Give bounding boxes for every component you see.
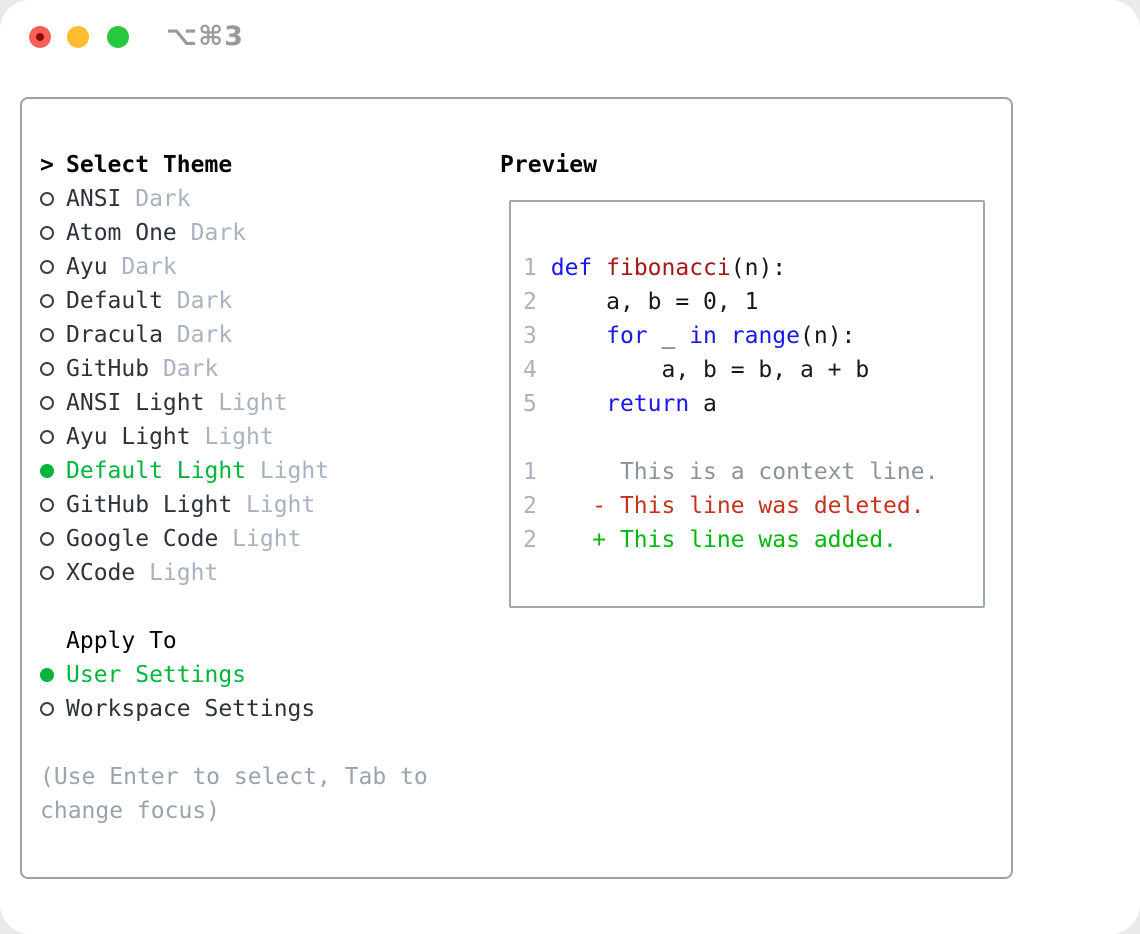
- apply-to-heading-row: Apply To: [40, 624, 480, 658]
- help-text: (Use Enter to select, Tab to change focu…: [40, 764, 428, 824]
- theme-variant-tag: Light: [246, 458, 330, 484]
- preview-heading: Preview: [500, 152, 597, 178]
- apply-to-heading: Apply To: [66, 628, 177, 654]
- theme-variant-tag: Dark: [121, 186, 191, 212]
- code-line: 2 a, b = 0, 1: [523, 289, 759, 315]
- theme-option-ansi[interactable]: ANSI Dark: [40, 182, 480, 216]
- line-number: 1: [523, 459, 537, 485]
- spacer: [40, 590, 480, 624]
- maximize-button[interactable]: [107, 26, 129, 48]
- apply-option-user-settings[interactable]: User Settings: [40, 658, 480, 692]
- code-line: [523, 421, 983, 455]
- theme-option-dracula[interactable]: Dracula Dark: [40, 318, 480, 352]
- window-shortcut-label: ⌥⌘3: [166, 21, 244, 52]
- line-number: 2: [523, 493, 537, 519]
- line-number: 3: [523, 323, 537, 349]
- theme-variant-tag: Light: [232, 492, 316, 518]
- line-number: 1: [523, 255, 537, 281]
- theme-option-github[interactable]: GitHub Dark: [40, 352, 480, 386]
- radio-icon: [40, 260, 54, 274]
- theme-option-label: XCode: [66, 560, 136, 586]
- theme-option-label: Default: [66, 288, 163, 314]
- select-theme-heading-row: > Select Theme: [40, 148, 480, 182]
- theme-option-default[interactable]: Default Dark: [40, 284, 480, 318]
- select-theme-heading: Select Theme: [66, 152, 233, 178]
- theme-option-label: Google Code: [66, 526, 219, 552]
- apply-option-label: User Settings: [66, 662, 247, 688]
- theme-option-atom-one[interactable]: Atom One Dark: [40, 216, 480, 250]
- theme-variant-tag: Light: [204, 390, 288, 416]
- radio-icon: [40, 328, 54, 342]
- apply-option-workspace-settings[interactable]: Workspace Settings: [40, 692, 480, 726]
- theme-option-xcode[interactable]: XCode Light: [40, 556, 480, 590]
- code-line: 5 return a: [523, 391, 717, 417]
- line-number: 2: [523, 527, 537, 553]
- code-line: 1 This is a context line.: [523, 459, 939, 485]
- line-number: 5: [523, 391, 537, 417]
- theme-variant-tag: Dark: [162, 288, 233, 314]
- radio-icon: [40, 294, 54, 308]
- theme-variant-tag: Dark: [149, 356, 219, 382]
- code-line: 3 for _ in range(n):: [523, 323, 856, 349]
- theme-option-label: GitHub Light: [66, 492, 233, 518]
- minimize-button[interactable]: [67, 26, 89, 48]
- theme-option-label: Ayu Light: [66, 424, 191, 450]
- radio-icon: [40, 702, 54, 716]
- theme-option-default-light[interactable]: Default Light Light: [40, 454, 480, 488]
- theme-variant-tag: Light: [135, 560, 219, 586]
- apply-option-label: Workspace Settings: [66, 696, 316, 722]
- code-line: 1 def fibonacci(n):: [523, 255, 787, 281]
- close-button[interactable]: [29, 26, 51, 48]
- code-line: 2 - This line was deleted.: [523, 493, 925, 519]
- theme-variant-tag: Dark: [176, 220, 247, 246]
- theme-option-ansi-light[interactable]: ANSI Light Light: [40, 386, 480, 420]
- theme-option-label: Dracula: [66, 322, 163, 348]
- code-line: 4 a, b = b, a + b: [523, 357, 870, 383]
- radio-icon: [40, 396, 54, 410]
- preview-box: 1 def fibonacci(n): 2 a, b = 0, 1 3 for _ …: [509, 200, 985, 608]
- radio-selected-icon: [40, 464, 54, 478]
- theme-option-ayu-light[interactable]: Ayu Light Light: [40, 420, 480, 454]
- theme-option-label: Atom One: [66, 220, 177, 246]
- code-preview: 1 def fibonacci(n): 2 a, b = 0, 1 3 for _ …: [511, 202, 983, 557]
- theme-option-github-light[interactable]: GitHub Light Light: [40, 488, 480, 522]
- radio-icon: [40, 362, 54, 376]
- line-number: 2: [523, 289, 537, 315]
- theme-variant-tag: Light: [218, 526, 302, 552]
- radio-icon: [40, 226, 54, 240]
- radio-icon: [40, 532, 54, 546]
- radio-icon: [40, 498, 54, 512]
- line-number: 4: [523, 357, 537, 383]
- close-inner-dot-icon: [36, 33, 44, 41]
- theme-option-label: Ayu: [66, 254, 108, 280]
- theme-option-google-code[interactable]: Google Code Light: [40, 522, 480, 556]
- theme-option-label: GitHub: [66, 356, 150, 382]
- radio-icon: [40, 192, 54, 206]
- spacer: [40, 726, 480, 760]
- radio-icon: [40, 566, 54, 580]
- theme-option-ayu[interactable]: Ayu Dark: [40, 250, 480, 284]
- radio-icon: [40, 430, 54, 444]
- theme-variant-tag: Dark: [162, 322, 233, 348]
- theme-variant-tag: Light: [190, 424, 274, 450]
- theme-option-label: ANSI Light: [66, 390, 205, 416]
- theme-option-label: Default Light: [66, 458, 247, 484]
- radio-selected-icon: [40, 668, 54, 682]
- theme-option-label: ANSI: [66, 186, 122, 212]
- code-line: 2 + This line was added.: [523, 527, 897, 553]
- focus-caret-icon: >: [40, 152, 54, 178]
- theme-variant-tag: Dark: [107, 254, 177, 280]
